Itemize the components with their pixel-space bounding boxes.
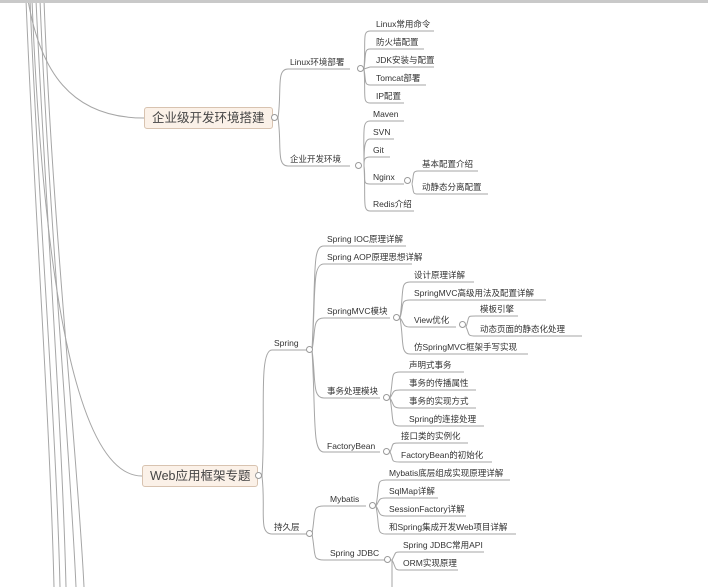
collapse-toggle-icon[interactable] (404, 177, 411, 184)
connector-root-web (31, 0, 143, 477)
node-tx-item[interactable]: 声明式事务 (409, 360, 452, 370)
connector-factorybean-items (389, 442, 492, 463)
node-factorybean-item[interactable]: FactoryBean的初始化 (401, 450, 484, 460)
collapse-toggle-icon[interactable] (255, 472, 262, 479)
connector-nginx-items (411, 170, 488, 195)
node-jdbc-item[interactable]: ORM实现原理 (403, 558, 457, 568)
node-mybatis-item[interactable]: 和Spring集成开发Web项目详解 (389, 522, 508, 532)
connector-persistence-items (311, 505, 393, 587)
node-linux-item[interactable]: IP配置 (376, 91, 402, 101)
collapse-toggle-icon[interactable] (357, 65, 364, 72)
node-springmvc[interactable]: SpringMVC模块 (327, 306, 388, 316)
collapse-toggle-icon[interactable] (306, 530, 313, 537)
underlines-env (370, 30, 434, 212)
collapse-toggle-icon[interactable] (383, 448, 390, 455)
connector-tx-items (389, 371, 484, 427)
root-node-web[interactable]: Web应用框架专题 (142, 465, 259, 487)
connector-offscreen-4 (29, 0, 61, 587)
node-linux-item[interactable]: 防火墙配置 (376, 37, 419, 47)
node-view[interactable]: View优化 (414, 315, 450, 325)
connector-offscreen-2 (39, 0, 77, 587)
connector-mybatis-items (375, 479, 516, 535)
collapse-toggle-icon[interactable] (384, 556, 391, 563)
collapse-toggle-icon[interactable] (355, 162, 362, 169)
connector-view-items (465, 315, 582, 337)
node-mybatis-item[interactable]: SqlMap详解 (389, 486, 435, 496)
collapse-toggle-icon[interactable] (383, 394, 390, 401)
node-enterprise-item[interactable]: Redis介绍 (373, 199, 412, 209)
node-enterprise[interactable]: 企业开发环境 (290, 154, 342, 164)
node-spring-aop[interactable]: Spring AOP原理思想详解 (327, 252, 423, 262)
connector-env-enterprise (277, 117, 350, 167)
node-tx-item[interactable]: 事务的实现方式 (409, 396, 469, 406)
node-factorybean-item[interactable]: 接口类的实例化 (401, 431, 461, 441)
node-view-item[interactable]: 动态页面的静态化处理 (480, 324, 566, 334)
connector-springmvc-items (399, 281, 546, 355)
node-mybatis[interactable]: Mybatis (330, 494, 360, 504)
collapse-toggle-icon[interactable] (271, 114, 278, 121)
node-jdbc[interactable]: Spring JDBC (330, 548, 380, 558)
node-linux[interactable]: Linux环境部署 (290, 57, 345, 67)
node-nginx-item[interactable]: 动静态分离配置 (422, 182, 482, 192)
node-springmvc-item[interactable]: 设计原理详解 (414, 270, 466, 280)
connector-offscreen-1 (35, 0, 67, 587)
node-springmvc-item[interactable]: SpringMVC高级用法及配置详解 (414, 288, 534, 298)
connector-web-persistence (261, 475, 306, 535)
node-factorybean[interactable]: FactoryBean (327, 441, 376, 451)
collapse-toggle-icon[interactable] (393, 314, 400, 321)
node-tx[interactable]: 事务处理模块 (327, 386, 379, 396)
connector-offscreen-3 (25, 0, 55, 587)
node-linux-item[interactable]: Linux常用命令 (376, 19, 431, 29)
node-linux-item[interactable]: JDK安装与配置 (376, 55, 435, 65)
node-mybatis-item[interactable]: Mybatis底层组成实现原理详解 (389, 468, 504, 478)
connector-offscreen-5 (43, 0, 85, 587)
collapse-toggle-icon[interactable] (369, 502, 376, 509)
node-springmvc-item[interactable]: 仿SpringMVC框架手写实现 (414, 342, 517, 352)
connector-env-linux (277, 68, 350, 119)
node-tx-item[interactable]: 事务的传播属性 (409, 378, 469, 388)
node-linux-item[interactable]: Tomcat部署 (376, 73, 421, 83)
node-persistence[interactable]: 持久层 (274, 522, 300, 532)
connector-spring-items (311, 245, 412, 453)
node-enterprise-item[interactable]: Git (373, 145, 384, 155)
node-enterprise-item[interactable]: SVN (373, 127, 391, 137)
node-spring-ioc[interactable]: Spring IOC原理详解 (327, 234, 404, 244)
node-spring[interactable]: Spring (274, 338, 299, 348)
node-enterprise-item[interactable]: Maven (373, 109, 399, 119)
connector-jdbc-items (391, 551, 484, 571)
connector-linux-items (363, 30, 371, 104)
node-jdbc-item[interactable]: Spring JDBC常用API (403, 540, 483, 550)
root-node-env[interactable]: 企业级开发环境搭建 (144, 107, 273, 129)
node-nginx[interactable]: Nginx (373, 172, 395, 182)
node-tx-item[interactable]: Spring的连接处理 (409, 414, 477, 424)
collapse-toggle-icon[interactable] (459, 321, 466, 328)
node-nginx-item[interactable]: 基本配置介绍 (422, 159, 474, 169)
node-view-item[interactable]: 模板引擎 (480, 304, 515, 314)
node-mybatis-item[interactable]: SessionFactory详解 (389, 504, 465, 514)
connector-enterprise-items (363, 120, 371, 212)
collapse-toggle-icon[interactable] (306, 346, 313, 353)
connector-web-spring (261, 349, 312, 477)
top-frame-line (0, 0, 708, 3)
